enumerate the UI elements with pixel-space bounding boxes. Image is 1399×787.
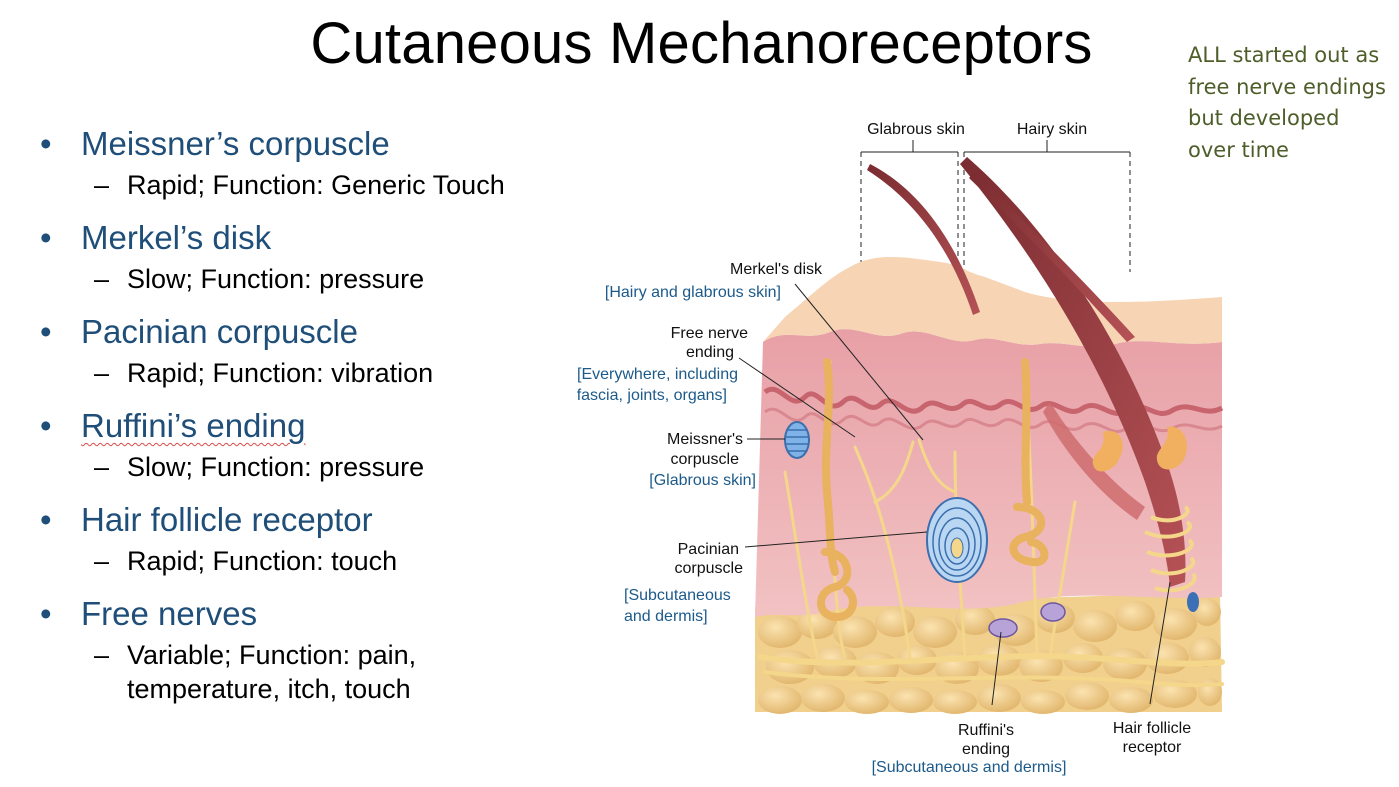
free-nerve-sublabel-1: [Everywhere, including [577,366,738,383]
hair-follicle-receptor [1144,505,1197,593]
bullet-heading: Pacinian corpuscle [40,312,600,356]
skin-cross-section-diagram: Glabrous skin Hairy skin [577,121,1225,776]
pacinian-label-2: corpuscle [675,560,744,577]
pacinian-label-1: Pacinian [678,541,739,558]
hairy-skin-label: Hairy skin [1017,121,1087,138]
bullet-detail: –Variable; Function: pain,temperature, i… [94,640,417,704]
bullet-detail: –Rapid; Function: touch [94,546,398,576]
ruffini-ending [988,602,1066,638]
merkel-sublabel: [Hairy and glabrous skin] [605,284,781,301]
spellcheck-underline: Ruffini’s ending [81,407,306,444]
bullet-list: Meissner’s corpuscle –Rapid; Function: G… [40,124,600,706]
blood-vessel [1187,592,1199,612]
list-item: Free nerves –Variable; Function: pain,te… [40,594,600,706]
bullet-heading: Free nerves [40,594,600,638]
pacinian-sublabel-1: [Subcutaneous [624,587,731,604]
sebaceous-gland-2 [1156,426,1187,470]
bullet-detail: –Rapid; Function: Generic Touch [94,170,505,200]
list-item: Hair follicle receptor –Rapid; Function:… [40,500,600,594]
glabrous-hair-shaft [867,164,980,315]
meissner-sublabel: [Glabrous skin] [649,472,756,489]
bullet-heading: Merkel’s disk [40,218,600,262]
free-nerve-label-2: ending [686,344,734,361]
free-nerve-sublabel-2: fascia, joints, organs] [577,387,727,404]
region-brackets [860,140,1131,272]
hair-follicle-label-2: receptor [1123,739,1182,756]
coiled-receptor-right [1009,358,1049,567]
bullet-detail: –Rapid; Function: vibration [94,358,434,388]
free-nerve-label-1: Free nerve [671,325,748,342]
glabrous-skin-label: Glabrous skin [867,121,965,138]
ruffini-label-2: ending [962,741,1010,758]
list-item: Ruffini’s ending –Slow; Function: pressu… [40,406,600,500]
bullet-heading: Ruffini’s ending [40,406,600,450]
pacinian-sublabel-2: and dermis] [624,608,708,625]
subcutaneous-fat-layer [755,592,1222,714]
bullet-detail: –Slow; Function: pressure [94,452,425,482]
ruffini-label-1: Ruffini's [958,722,1014,739]
hair-follicle-label-1: Hair follicle [1113,720,1191,737]
pacinian-corpuscle [926,497,988,583]
leader-lines [738,283,1171,706]
ruffini-sublabel: [Subcutaneous and dermis] [872,759,1067,776]
slide-title: Cutaneous Mechanoreceptors [310,11,1093,76]
merkel-label: Merkel's disk [730,261,823,278]
bullet-detail: –Slow; Function: pressure [94,264,425,294]
list-item: Pacinian corpuscle –Rapid; Function: vib… [40,312,600,406]
meissner-label-1: Meissner's [667,431,743,448]
bullet-heading: Hair follicle receptor [40,500,600,544]
sebaceous-gland [1092,431,1123,472]
hair-shaft [960,157,1186,587]
bullet-heading: Meissner’s corpuscle [40,124,600,168]
dermis-layer [755,329,1222,617]
meissner-label-2: corpuscle [671,451,740,468]
list-item: Meissner’s corpuscle –Rapid; Function: G… [40,124,600,218]
hair-shaft-2 [969,172,1135,342]
coiled-receptor-left [817,358,857,622]
meissner-corpuscle [784,421,810,459]
side-note: ALL started out as free nerve endings bu… [1188,43,1386,162]
list-item: Merkel’s disk –Slow; Function: pressure [40,218,600,312]
epidermis-layer [763,257,1222,347]
